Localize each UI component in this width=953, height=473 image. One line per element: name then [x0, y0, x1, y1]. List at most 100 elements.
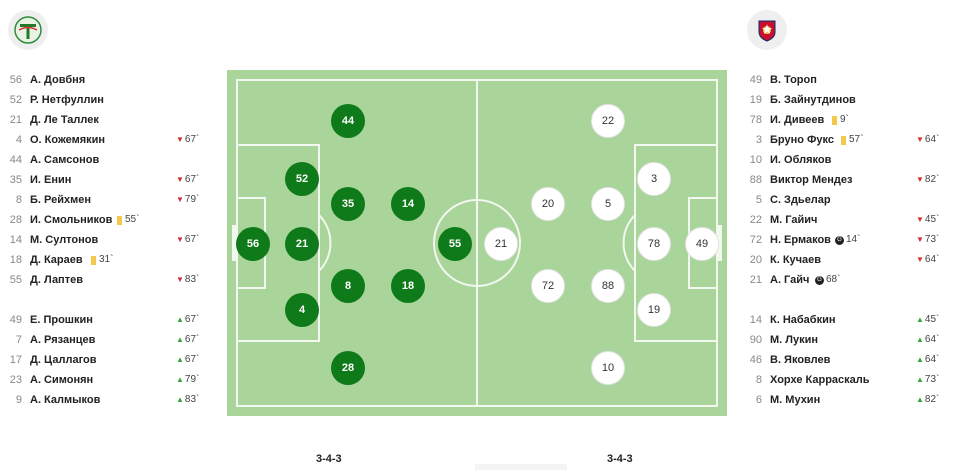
- away-formation: 3-4-3: [607, 453, 633, 465]
- away-player-marker[interactable]: 78: [637, 227, 671, 261]
- player-name: Б. Рейхмен: [30, 194, 91, 206]
- home-player-marker[interactable]: 56: [236, 227, 270, 261]
- home-player-marker[interactable]: 21: [285, 227, 319, 261]
- away-player-marker[interactable]: 5: [591, 187, 625, 221]
- away-player-marker[interactable]: 19: [637, 293, 671, 327]
- player-name: М. Лукин: [770, 334, 819, 346]
- away-player-marker[interactable]: 20: [531, 187, 565, 221]
- player-number: 10: [749, 154, 762, 166]
- arrow-down-icon: ▼: [176, 135, 184, 144]
- away-team-logo[interactable]: [747, 10, 787, 50]
- away-player-marker[interactable]: 22: [591, 104, 625, 138]
- home-player-marker[interactable]: 35: [331, 187, 365, 221]
- player-number: 7: [15, 334, 22, 346]
- away-player-marker[interactable]: 49: [685, 227, 719, 261]
- player-number: 52: [9, 94, 22, 106]
- away-player-marker[interactable]: 10: [591, 351, 625, 385]
- home-team-logo[interactable]: [8, 10, 48, 50]
- player-name: С. Здьелар: [770, 194, 831, 206]
- away-player-marker[interactable]: 21: [484, 227, 518, 261]
- sub-out-event: ▼64`: [916, 254, 940, 265]
- away-player-marker[interactable]: 88: [591, 269, 625, 303]
- player-number: 20: [749, 254, 762, 266]
- sub-out-event: ▼79`: [176, 194, 200, 205]
- arrow-down-icon: ▼: [916, 135, 924, 144]
- sub-out-event: ▼67`: [176, 174, 200, 185]
- player-name: Д. Ле Таллек: [30, 114, 99, 126]
- player-number: 21: [749, 274, 762, 286]
- sub-in-event: ▲79`: [176, 374, 200, 385]
- player-number: 35: [9, 174, 22, 186]
- arrow-down-icon: ▼: [176, 235, 184, 244]
- player-number: 17: [9, 354, 22, 366]
- player-name: Е. Прошкин: [30, 314, 93, 326]
- sub-in-event: ▲45`: [916, 314, 940, 325]
- home-player-marker[interactable]: 44: [331, 104, 365, 138]
- home-player-marker[interactable]: 8: [331, 269, 365, 303]
- player-number: 22: [749, 214, 762, 226]
- away-player-marker[interactable]: 72: [531, 269, 565, 303]
- sub-out-event: ▼45`: [916, 214, 940, 225]
- home-formation: 3-4-3: [316, 453, 342, 465]
- home-player-marker[interactable]: 4: [285, 293, 319, 327]
- player-name: И. Обляков: [770, 154, 832, 166]
- arrow-down-icon: ▼: [916, 175, 924, 184]
- arrow-up-icon: ▲: [176, 315, 184, 324]
- away-player-marker[interactable]: 3: [637, 162, 671, 196]
- arrow-up-icon: ▲: [916, 335, 924, 344]
- player-name: И. Енин: [30, 174, 72, 186]
- arrow-up-icon: ▲: [916, 315, 924, 324]
- home-player-marker[interactable]: 52: [285, 162, 319, 196]
- home-player-marker[interactable]: 55: [438, 227, 472, 261]
- home-player-marker[interactable]: 14: [391, 187, 425, 221]
- player-name: Хорхе Карраскаль: [770, 374, 870, 386]
- yellow-card-event: 55`: [117, 210, 139, 230]
- arrow-down-icon: ▼: [916, 255, 924, 264]
- player-name: И. Дивеев: [770, 114, 825, 126]
- player-name: Н. Ермаков: [770, 234, 831, 246]
- player-name: Бруно Фукс: [770, 134, 835, 146]
- sub-out-event: ▼73`: [916, 234, 940, 245]
- home-player-marker[interactable]: 28: [331, 351, 365, 385]
- scroll-handle[interactable]: [475, 464, 567, 470]
- sub-out-event: ▼83`: [176, 274, 200, 285]
- sub-in-event: ▲64`: [916, 334, 940, 345]
- ball-icon: G: [815, 275, 824, 285]
- away-starter-row[interactable]: 10 И. Обляков: [740, 150, 950, 170]
- home-starter-row[interactable]: 35 И. Енин ▼67`: [0, 170, 210, 190]
- arrow-up-icon: ▲: [176, 395, 184, 404]
- player-number: 18: [9, 254, 22, 266]
- home-player-marker[interactable]: 18: [391, 269, 425, 303]
- player-number: 8: [755, 374, 762, 386]
